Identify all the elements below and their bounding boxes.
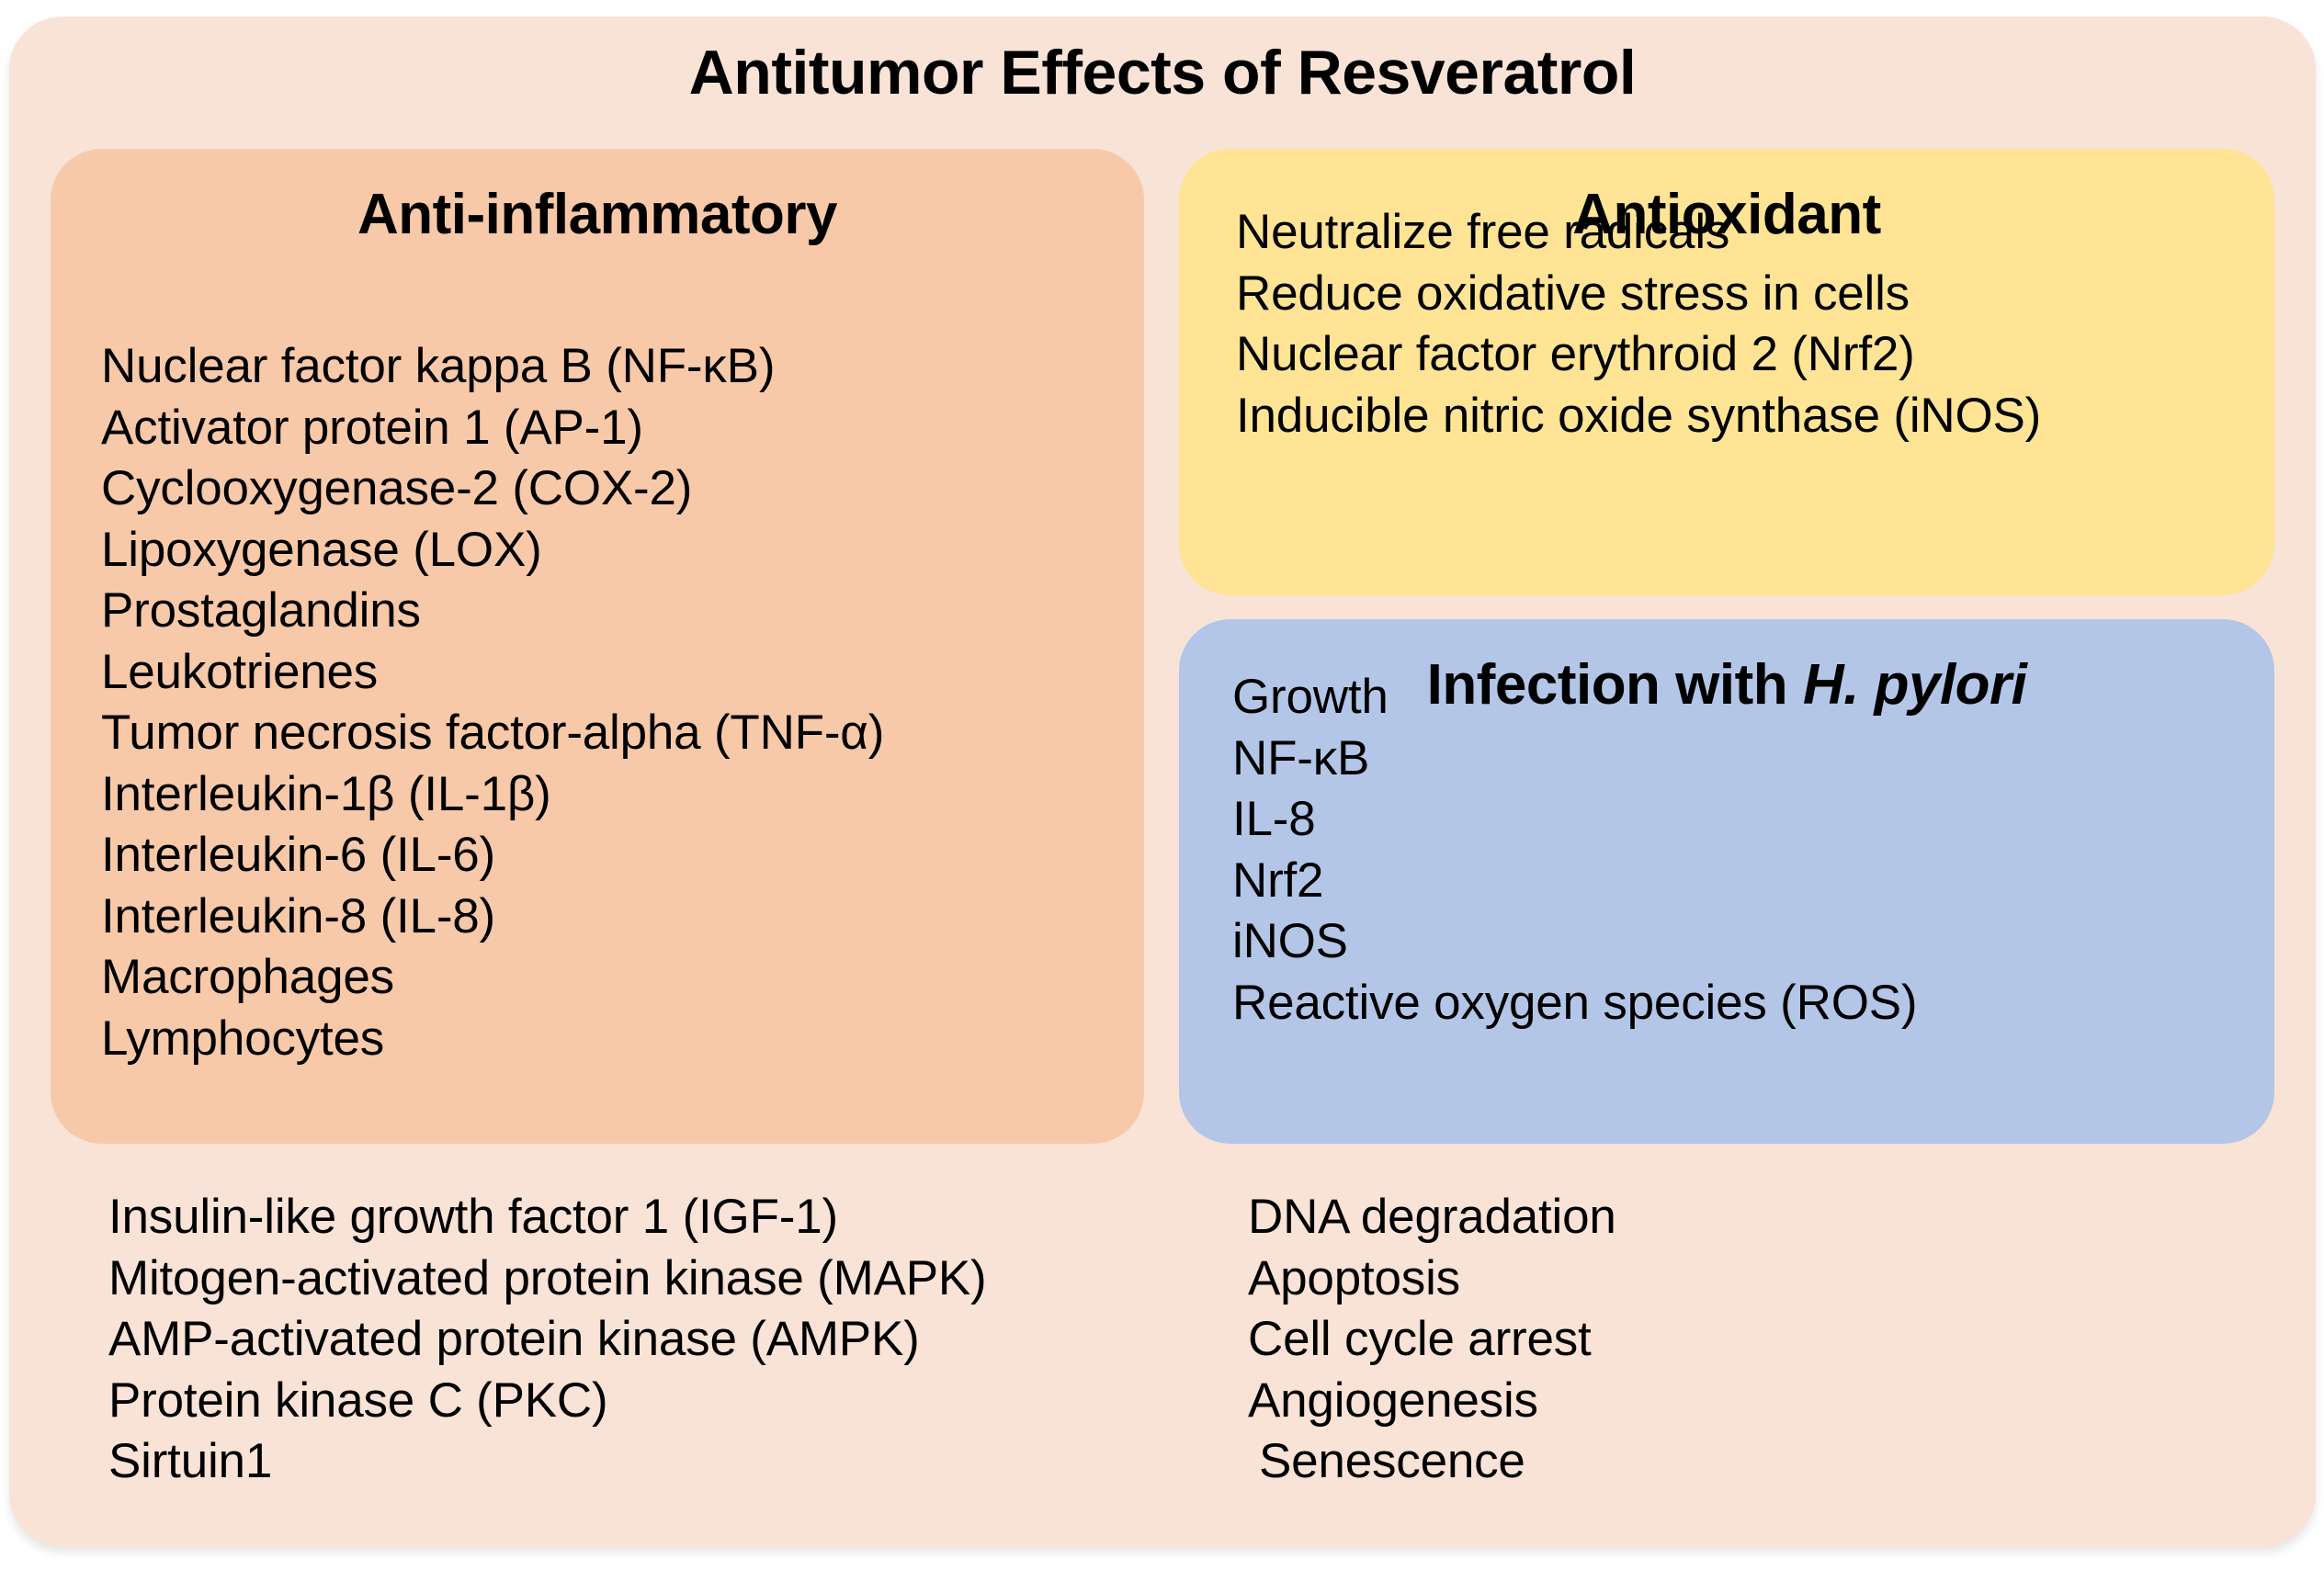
panel-title-hpylori: Infection with H. pylori (1179, 652, 2274, 717)
panel-anti-inflammatory: Anti-inflammatory Nuclear factor kappa B… (51, 149, 1144, 1144)
list-item: Interleukin-8 (IL-8) (101, 888, 496, 943)
panel-title-anti-inflammatory: Anti-inflammatory (357, 183, 837, 246)
list-item: Nrf2 (1232, 853, 1324, 908)
list-item: Activator protein 1 (AP-1) (101, 400, 643, 455)
list-antioxidant: Neutralize free radicals Reduce oxidativ… (1236, 202, 2041, 446)
list-item: Insulin-like growth factor 1 (IGF-1) (108, 1190, 838, 1244)
panel-antioxidant: Antioxidant Neutralize free radicals Red… (1179, 149, 2274, 595)
list-item: Sirtuin1 (108, 1434, 273, 1488)
list-item: Angiogenesis (1248, 1372, 1538, 1428)
list-item: Interleukin-6 (IL-6) (101, 828, 496, 882)
page-title: Antitumor Effects of Resveratrol (688, 38, 1637, 107)
list-item: Reactive oxygen species (ROS) (1232, 975, 1918, 1030)
list-signaling-molecules: Insulin-like growth factor 1 (IGF-1) Mit… (108, 1187, 987, 1493)
panel-hpylori-infection: Infection with H. pylori Growth NF-κB IL… (1179, 619, 2274, 1144)
list-item: Protein kinase C (PKC) (108, 1372, 608, 1428)
panel-title-hpylori-species: H. pylori (1802, 653, 2027, 717)
list-item: Nuclear factor erythroid 2 (Nrf2) (1236, 327, 1915, 381)
list-item: Mitogen-activated protein kinase (MAPK) (108, 1250, 987, 1305)
list-item: Nuclear factor kappa B (NF-κB) (101, 339, 776, 393)
list-hpylori: Growth NF-κB IL-8 Nrf2 iNOS Reactive oxy… (1232, 667, 1918, 1033)
list-item: Cyclooxygenase-2 (COX-2) (101, 461, 693, 515)
list-item: Interleukin-1β (IL-1β) (101, 766, 551, 821)
list-item: Lymphocytes (101, 1011, 385, 1066)
list-item: Tumor necrosis factor-alpha (TNF-α) (101, 706, 885, 760)
list-item: Lipoxygenase (LOX) (101, 522, 542, 577)
list-item: AMP-activated protein kinase (AMPK) (108, 1312, 920, 1366)
list-item: Neutralize free radicals (1236, 205, 1730, 259)
panel-title-antioxidant: Antioxidant (1572, 183, 1881, 246)
list-item: Senescence (1259, 1434, 1525, 1488)
list-item: NF-κB (1232, 730, 1370, 785)
list-anti-inflammatory: Nuclear factor kappa B (NF-κB) Activator… (101, 336, 884, 1069)
list-item: Inducible nitric oxide synthase (iNOS) (1236, 388, 2042, 443)
list-item: Prostaglandins (101, 583, 421, 638)
list-item: Macrophages (101, 950, 394, 1004)
list-item: Leukotrienes (101, 644, 379, 699)
list-item: iNOS (1232, 914, 1348, 968)
diagram-root: Antitumor Effects of Resveratrol Anti-in… (9, 17, 2316, 1547)
list-item: Growth (1232, 670, 1389, 724)
list-item: IL-8 (1232, 792, 1316, 846)
list-item: Apoptosis (1248, 1250, 1460, 1305)
list-item: Reduce oxidative stress in cells (1236, 265, 1910, 321)
list-item: DNA degradation (1248, 1190, 1616, 1244)
panel-title-hpylori-prefix: Infection with (1426, 653, 1803, 717)
list-cellular-outcomes: DNA degradation Apoptosis Cell cycle arr… (1248, 1187, 1616, 1493)
list-item: Cell cycle arrest (1248, 1312, 1592, 1366)
